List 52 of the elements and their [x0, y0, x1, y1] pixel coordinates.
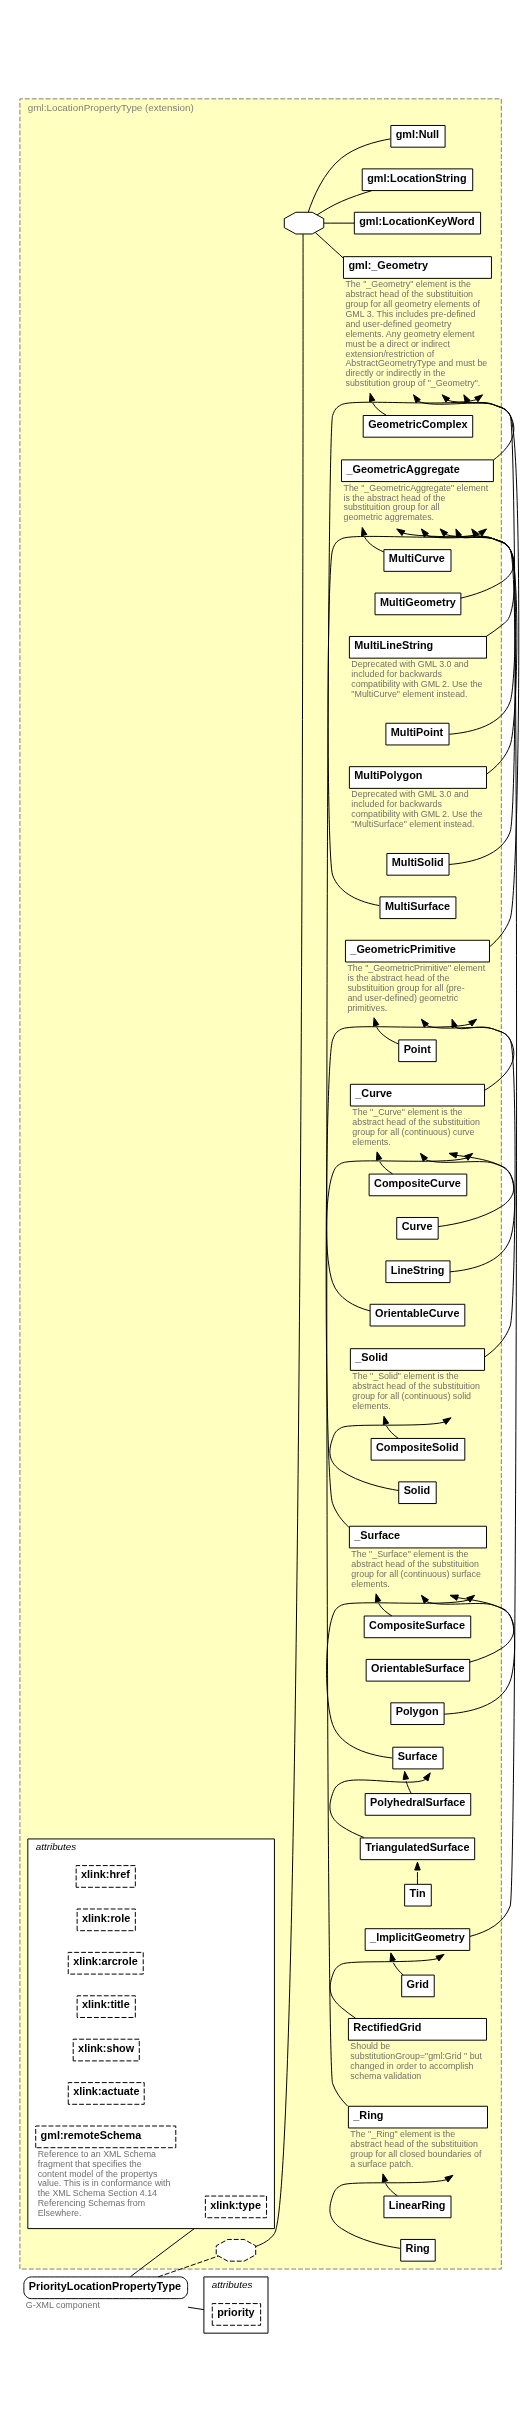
arrow	[402, 1770, 412, 1794]
arrow	[374, 1592, 393, 1616]
node-label: Reference to an XML Schema fragment that specifies the content model of the propertys value. This is in conformance with the XML Schema Section 4.14 Referencing Schemas from Elsewhere.	[37, 2148, 171, 2218]
arrow	[448, 1151, 516, 1272]
node-label: The "_Geometry" element is the abstract head of the substituition group for all geometry elements of GML 3. This includes pre-defined and user-defined geometry elements. Any geometry element must be a direct or indirect extension/restriction of AbstractGeometryType and must be directly or indirectly in the substitution group of "_Geometry".	[345, 278, 488, 388]
arrow	[325, 1018, 478, 1528]
connector	[129, 2227, 195, 2277]
node-label: The "_GeometricPrimitive" element is the abstract head of the substituition group for all (pre- and user-defined) geometric primitives.	[347, 962, 486, 1013]
arrow	[375, 1150, 394, 1174]
node-label: Should be substitutionGroup="gml:Grid " but changed in order to accomplish schema validation	[350, 2040, 483, 2081]
arrow	[329, 1953, 445, 2019]
arrow	[326, 1152, 474, 1311]
arrow	[329, 1771, 431, 1838]
node-label: G-XML component	[25, 2299, 100, 2310]
arrow	[420, 1018, 515, 1091]
node-label: The "_Solid" element is the abstract head of the substituition group for all (continuous) solid elements.	[352, 1370, 480, 1411]
node-label: The "_Surface" element is the abstract head of the substituition group for all (continuous) surface elements.	[351, 1548, 481, 1589]
arrow	[368, 392, 387, 416]
arrow	[455, 527, 518, 775]
connector	[157, 2255, 219, 2277]
node-label: The "_Curve" element is the abstract head of the substituition group for all (continuous) curve elements.	[352, 1106, 480, 1147]
arrow	[420, 1594, 515, 1663]
arrow	[326, 1594, 476, 1758]
node-label: The "_GeometricAggregate" element is the abstract head of the substituition group for all geometric aggremates.	[343, 482, 489, 522]
node-label: Deprecated with GML 3.0 and included for backwards compatibility with GML 2. Use the "MultiSurface" element instead.	[351, 788, 483, 829]
connector	[316, 189, 373, 215]
arrow	[329, 1416, 452, 1491]
arrow	[443, 1594, 516, 1715]
arrow	[451, 1018, 516, 1357]
node-octagon	[215, 2238, 257, 2262]
connector	[187, 2306, 205, 2310]
connector	[323, 222, 355, 224]
arrow	[382, 1415, 399, 1439]
connector	[314, 231, 344, 258]
node-label: The "_Ring" element is the abstract head of the substituition group for all closed boundaries of a surface patch.	[350, 2128, 482, 2169]
arrow	[419, 1152, 515, 1227]
node-label: Deprecated with GML 3.0 and included for backwards compatibility with GML 2. Use the "MultiCurve" element instead.	[351, 658, 483, 699]
connector	[255, 233, 304, 2247]
arrow	[463, 393, 517, 1937]
arrow	[360, 526, 385, 552]
arrow	[381, 2172, 398, 2196]
arrow	[448, 527, 516, 865]
arrow	[413, 393, 515, 460]
arrow	[389, 1951, 404, 1976]
arrow	[441, 393, 520, 947]
arrow	[420, 527, 516, 637]
arrow	[414, 1861, 421, 1885]
arrow	[372, 1016, 400, 1044]
arrow	[396, 527, 515, 599]
connector	[307, 137, 391, 213]
arrow	[439, 527, 516, 735]
node-octagon	[283, 211, 325, 234]
